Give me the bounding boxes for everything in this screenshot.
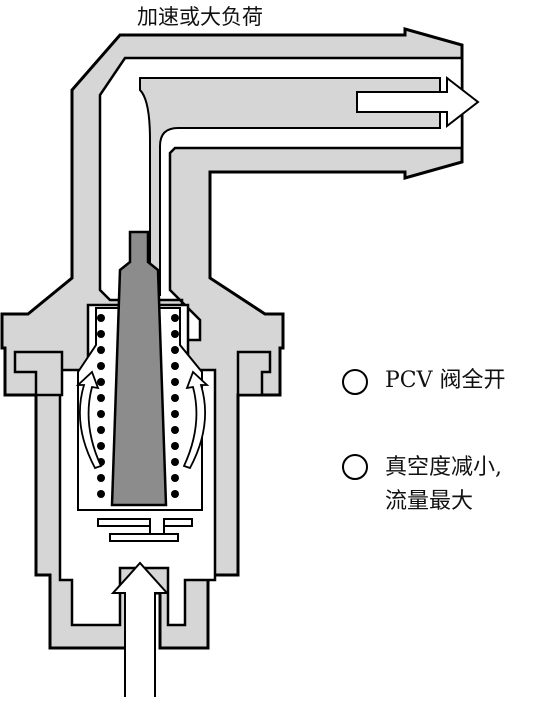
arrow-up-icon bbox=[110, 561, 170, 697]
legend-item-2-continuation: 流量最大 bbox=[385, 489, 474, 514]
spring-coil-left bbox=[97, 314, 105, 498]
legend-item-2-text: 真空度减小, bbox=[385, 455, 502, 480]
spring-coil-right bbox=[171, 314, 179, 498]
arrow-right-icon bbox=[356, 75, 480, 129]
valve-seat-upper bbox=[97, 518, 193, 527]
circle-icon bbox=[342, 454, 368, 480]
valve-seat-step bbox=[149, 519, 165, 534]
legend-item-1-text: PCV 阀全开 bbox=[385, 368, 506, 393]
valve-plunger bbox=[110, 230, 168, 507]
circle-icon bbox=[342, 369, 368, 395]
valve-seat-lower bbox=[109, 533, 179, 542]
flow-curve-left bbox=[75, 370, 103, 470]
diagram-title: 加速或大负荷 bbox=[137, 5, 263, 29]
housing-ledge-left bbox=[13, 350, 64, 397]
flow-curve-right bbox=[182, 370, 210, 470]
housing-ledge-right bbox=[236, 350, 272, 397]
